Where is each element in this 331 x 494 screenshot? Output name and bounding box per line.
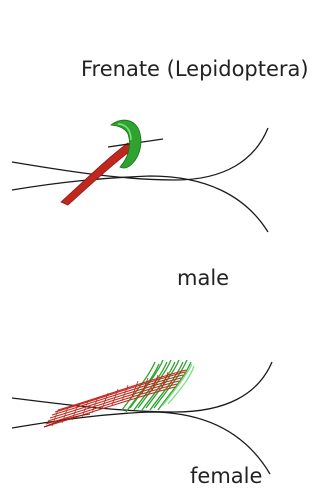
- female-panel: [12, 360, 272, 474]
- female-label: female: [190, 466, 262, 487]
- hindwing-margin: [12, 176, 268, 232]
- diagram-title: Frenate (Lepidoptera): [81, 59, 309, 80]
- male-label: male: [177, 268, 229, 289]
- male-panel: [12, 120, 268, 232]
- frenulum-bristle: [61, 143, 133, 205]
